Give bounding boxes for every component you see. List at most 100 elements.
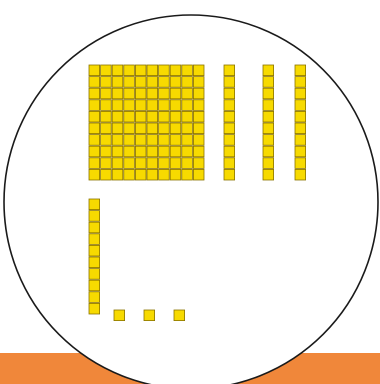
hundred-flat-unit bbox=[124, 158, 135, 169]
hundred-flat-unit bbox=[124, 169, 135, 180]
ten-rod-unit bbox=[89, 245, 100, 256]
hundred-flat-unit bbox=[159, 123, 170, 134]
ten-rod-unit bbox=[295, 65, 306, 76]
hundred-flat-unit bbox=[112, 77, 123, 88]
ten-rod-unit bbox=[263, 146, 274, 157]
hundred-flat-unit bbox=[112, 123, 123, 134]
hundred-flat-unit bbox=[159, 88, 170, 99]
hundred-flat-unit bbox=[193, 169, 204, 180]
one-unit bbox=[114, 310, 125, 321]
ten-rod-unit bbox=[89, 280, 100, 291]
hundred-flat-unit bbox=[159, 77, 170, 88]
hundred-flat-unit bbox=[101, 158, 112, 169]
hundred-flat-unit bbox=[89, 65, 100, 76]
hundred-flat-unit bbox=[193, 65, 204, 76]
ten-rod-unit bbox=[263, 158, 274, 169]
hundred-flat-unit bbox=[101, 111, 112, 122]
hundred-flat-unit bbox=[170, 77, 181, 88]
hundred-flat-unit bbox=[89, 111, 100, 122]
hundred-flat-unit bbox=[124, 100, 135, 111]
hundred-flat-unit bbox=[193, 135, 204, 146]
hundred-flat-unit bbox=[182, 65, 193, 76]
ones-units-group bbox=[114, 310, 185, 321]
ten-rod-unit bbox=[89, 222, 100, 233]
hundred-flat-unit bbox=[170, 158, 181, 169]
hundred-flat-unit bbox=[124, 111, 135, 122]
hundred-flat-unit bbox=[101, 135, 112, 146]
hundred-flat-unit bbox=[193, 123, 204, 134]
hundred-flat-unit bbox=[112, 65, 123, 76]
ten-rod-unit bbox=[224, 111, 235, 122]
hundred-flat-unit bbox=[89, 146, 100, 157]
hundred-flat-unit bbox=[135, 135, 146, 146]
hundred-flat-unit bbox=[147, 169, 158, 180]
hundred-flat-unit bbox=[124, 146, 135, 157]
hundred-flat-unit bbox=[89, 77, 100, 88]
hundred-flat-unit bbox=[182, 111, 193, 122]
hundred-flat-unit bbox=[135, 146, 146, 157]
hundred-flat-unit bbox=[89, 158, 100, 169]
hundred-flat-unit bbox=[159, 65, 170, 76]
hundred-flat-unit bbox=[135, 88, 146, 99]
ten-rod-unit bbox=[295, 158, 306, 169]
hundred-flat-unit bbox=[193, 146, 204, 157]
hundred-flat-unit bbox=[182, 169, 193, 180]
hundred-flat-unit bbox=[182, 100, 193, 111]
ten-rod-unit bbox=[295, 88, 306, 99]
hundred-flat-unit bbox=[193, 100, 204, 111]
hundred-flat-unit bbox=[159, 169, 170, 180]
ten-rod-unit bbox=[263, 123, 274, 134]
ten-rod-unit bbox=[295, 100, 306, 111]
hundred-flat-unit bbox=[147, 158, 158, 169]
hundred-flat-unit bbox=[135, 65, 146, 76]
hundred-flat-unit bbox=[182, 135, 193, 146]
hundred-flat-unit bbox=[170, 111, 181, 122]
hundred-flat-unit bbox=[170, 100, 181, 111]
ten-rod-unit bbox=[89, 303, 100, 314]
hundred-flat-unit bbox=[159, 146, 170, 157]
hundred-flat-unit bbox=[170, 146, 181, 157]
one-unit bbox=[144, 310, 155, 321]
ten-rod-unit bbox=[89, 211, 100, 222]
hundred-flat-unit bbox=[170, 88, 181, 99]
hundred-flat-unit bbox=[112, 100, 123, 111]
hundred-flat-unit bbox=[101, 77, 112, 88]
hundred-flat-unit bbox=[135, 111, 146, 122]
ten-rod-unit bbox=[224, 158, 235, 169]
ten-rod-unit bbox=[224, 100, 235, 111]
hundred-flat-unit bbox=[112, 169, 123, 180]
ten-rod-unit bbox=[295, 135, 306, 146]
one-unit bbox=[174, 310, 185, 321]
ten-rod-unit bbox=[224, 123, 235, 134]
hundred-flat-unit bbox=[89, 123, 100, 134]
hundred-flat-unit bbox=[182, 158, 193, 169]
ten-rod-unit bbox=[89, 234, 100, 245]
hundred-flat-unit bbox=[112, 135, 123, 146]
hundred-flat-unit bbox=[147, 77, 158, 88]
ten-rod-unit bbox=[295, 123, 306, 134]
hundred-flat-unit bbox=[101, 123, 112, 134]
ten-rod-unit bbox=[89, 199, 100, 210]
ten-rod-unit bbox=[224, 65, 235, 76]
hundred-flat-unit bbox=[159, 158, 170, 169]
hundred-flat-unit bbox=[124, 77, 135, 88]
ten-rod-unit bbox=[224, 169, 235, 180]
hundred-flat-unit bbox=[112, 158, 123, 169]
hundred-flat-unit bbox=[112, 146, 123, 157]
hundred-flat-unit bbox=[101, 65, 112, 76]
ten-rod-unit bbox=[224, 146, 235, 157]
ten-rod-unit bbox=[263, 88, 274, 99]
ten-rod-unit bbox=[295, 146, 306, 157]
hundred-flat-unit bbox=[124, 88, 135, 99]
hundred-flat-unit bbox=[135, 77, 146, 88]
hundred-flat-unit bbox=[147, 111, 158, 122]
hundred-flat-unit bbox=[101, 100, 112, 111]
hundred-flat-unit bbox=[170, 135, 181, 146]
hundred-flat-unit bbox=[193, 111, 204, 122]
ten-rod-unit bbox=[224, 88, 235, 99]
ten-rod-unit bbox=[224, 77, 235, 88]
ten-rod-unit bbox=[89, 292, 100, 303]
hundred-flat-unit bbox=[147, 100, 158, 111]
hundred-flat-unit bbox=[89, 100, 100, 111]
